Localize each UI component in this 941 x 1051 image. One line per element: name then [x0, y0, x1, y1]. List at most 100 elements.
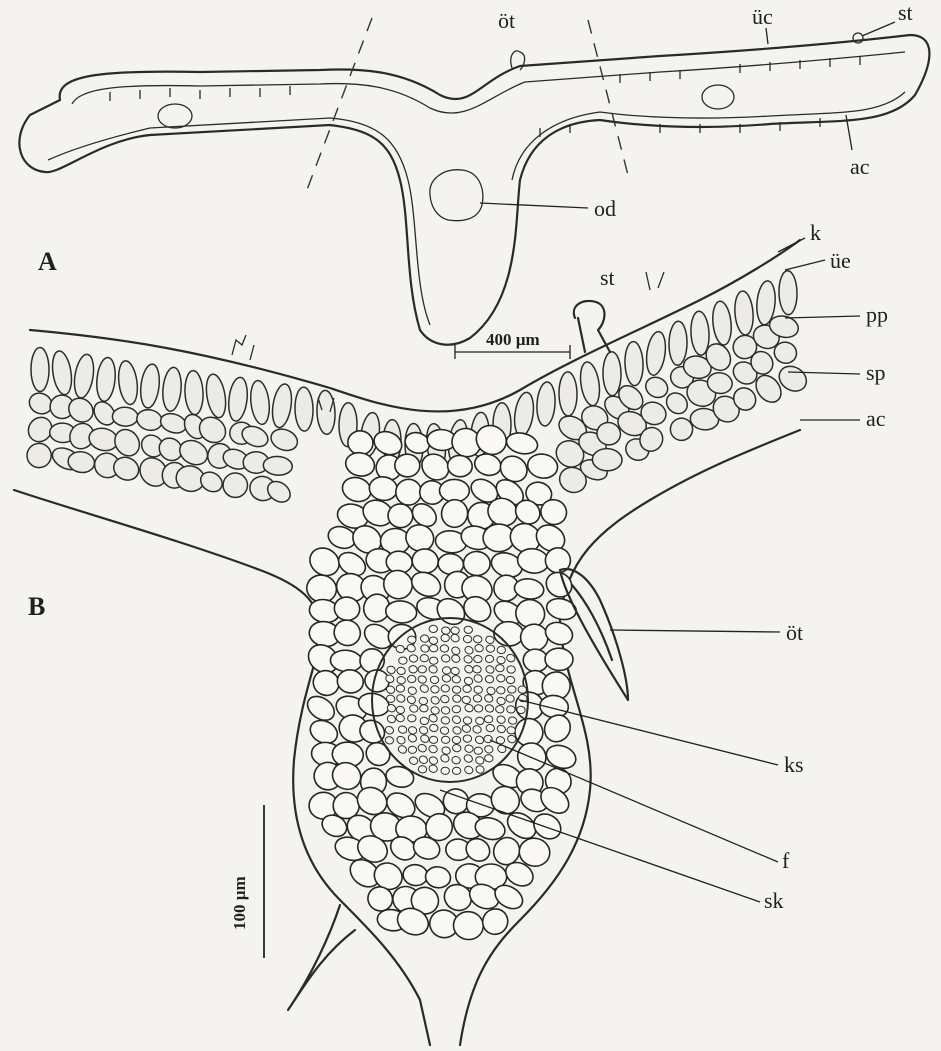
- panel-a-scale-label: 400 µm: [486, 330, 540, 349]
- vascular-cell: [408, 756, 418, 766]
- palisade-cell: [669, 321, 688, 365]
- vascular-cell: [474, 747, 483, 754]
- parenchyma-cell: [526, 452, 560, 481]
- vascular-cell: [484, 754, 494, 763]
- vascular-cell: [484, 715, 493, 723]
- panel-a-section-line-right: [588, 20, 628, 175]
- vascular-cell: [485, 675, 495, 684]
- vascular-cell: [452, 767, 460, 774]
- vascular-cell: [420, 644, 430, 653]
- panel-a-od-leader: [480, 203, 588, 208]
- parenchyma-cell: [384, 764, 416, 790]
- vascular-cell: [464, 703, 475, 713]
- vascular-cell: [506, 676, 516, 685]
- vascular-cell: [441, 626, 451, 635]
- parenchyma-cell: [439, 498, 469, 530]
- vascular-cell: [486, 724, 495, 732]
- vascular-cell: [440, 645, 449, 653]
- vascular-cell: [430, 685, 440, 694]
- palisade-cell: [227, 376, 250, 422]
- panel-b-label-f: f: [782, 848, 790, 873]
- vascular-cell: [451, 756, 461, 765]
- spongy-cell: [268, 425, 301, 454]
- vascular-cell: [484, 744, 494, 754]
- vascular-cell: [496, 674, 506, 683]
- vascular-cell: [473, 694, 483, 703]
- vascular-cell: [420, 734, 431, 744]
- vascular-cell: [428, 756, 439, 766]
- vascular-cell: [486, 645, 495, 653]
- vascular-cell: [395, 713, 405, 723]
- vascular-cell: [472, 665, 481, 673]
- vascular-cell: [450, 653, 461, 663]
- vascular-cell: [463, 753, 474, 763]
- vascular-cell: [450, 667, 460, 676]
- vascular-cell: [442, 667, 451, 675]
- panel-b-label-sk: sk: [764, 888, 784, 913]
- vascular-cell: [451, 715, 462, 725]
- vascular-cell: [508, 716, 518, 725]
- vascular-cell: [417, 675, 427, 685]
- vascular-cell: [496, 686, 505, 694]
- panel-b-lower-trichome: [288, 905, 355, 1010]
- parenchyma-cell: [493, 621, 524, 647]
- panel-b-label-ot: öt: [786, 620, 803, 645]
- vascular-cell: [441, 746, 451, 755]
- vascular-cell: [475, 717, 485, 726]
- panel-a-label-od: od: [594, 196, 616, 221]
- vascular-cell: [418, 765, 427, 773]
- panel-a-scale-bar: 400 µm: [455, 330, 570, 359]
- palisade-cell: [711, 300, 733, 346]
- vascular-cell: [463, 735, 472, 743]
- palisade-cell: [578, 361, 602, 407]
- vascular-cell: [450, 633, 461, 643]
- parenchyma-cell: [539, 710, 575, 747]
- vascular-cell: [452, 694, 462, 703]
- vascular-cell: [464, 645, 475, 655]
- palisade-cell: [536, 381, 557, 426]
- vascular-cell: [419, 683, 430, 693]
- palisade-cell: [316, 390, 336, 435]
- vascular-cell: [463, 635, 472, 643]
- vascular-cell: [420, 655, 429, 662]
- vascular-cell: [464, 626, 473, 634]
- vascular-cell: [429, 625, 438, 632]
- vascular-cell: [452, 736, 461, 744]
- vascular-cell: [452, 706, 460, 713]
- palisade-cell: [779, 271, 798, 315]
- panel-a-lateral-bundle-left: [158, 104, 192, 128]
- panel-b-label-sp: sp: [866, 360, 886, 385]
- vascular-cell: [398, 725, 408, 734]
- vascular-cell: [441, 736, 450, 743]
- vascular-cell: [473, 673, 484, 683]
- vascular-cell: [384, 736, 394, 745]
- palisade-cell: [161, 367, 183, 412]
- vascular-cell: [430, 657, 438, 664]
- palisade-cell: [624, 341, 644, 386]
- panel-b-label-ks: ks: [784, 752, 804, 777]
- parenchyma-cell: [385, 599, 418, 624]
- vascular-cell: [396, 676, 406, 685]
- vascular-cell: [464, 744, 474, 753]
- vascular-cell: [428, 713, 439, 723]
- vascular-cell: [407, 675, 416, 683]
- vascular-cell: [472, 724, 483, 734]
- vascular-cell: [441, 706, 451, 715]
- parenchyma-cell: [543, 741, 579, 772]
- vascular-cell: [418, 755, 429, 765]
- vascular-cell: [473, 635, 482, 643]
- vascular-cell: [462, 685, 472, 694]
- spongy-cell: [110, 425, 144, 461]
- vascular-cell: [396, 735, 407, 745]
- vascular-cell: [485, 664, 496, 674]
- vascular-cell: [395, 705, 405, 714]
- panel-a-uc-leader: [766, 28, 768, 44]
- panel-a-label-ac: ac: [850, 154, 870, 179]
- vascular-cell: [451, 675, 461, 684]
- vascular-cell: [386, 665, 396, 675]
- vascular-cell: [496, 715, 506, 724]
- vascular-cell: [407, 725, 417, 735]
- vascular-cell: [429, 736, 438, 743]
- parenchyma-cell: [463, 551, 491, 576]
- panel-b-label-ue: üe: [830, 248, 851, 273]
